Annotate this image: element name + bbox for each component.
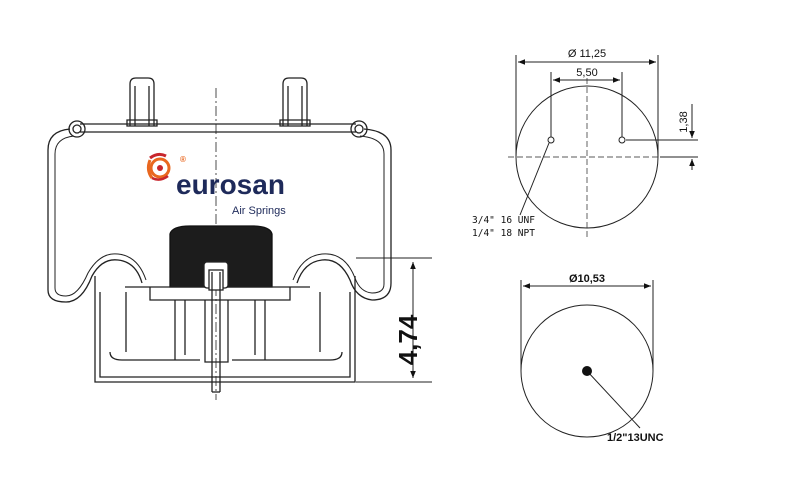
bottom-plate-view <box>520 280 654 438</box>
bellows-outline <box>47 128 392 303</box>
stud-spacing-label: 5,50 <box>576 67 597 79</box>
bottom-center-hole <box>582 366 592 376</box>
top-stud-right <box>279 77 311 127</box>
thread-note-1: 3/4" 16 UNF <box>472 215 535 226</box>
piston <box>94 276 356 383</box>
bellows-inner <box>54 135 385 297</box>
top-plate-view <box>508 55 698 238</box>
eurosan-logo: ® eurosan Air Springs <box>146 152 286 217</box>
top-stud-left <box>126 77 158 127</box>
top-plate-diameter-label: Ø 11,25 <box>568 48 606 60</box>
bottom-thread-note: 1/2"13UNC <box>607 432 664 444</box>
stud-hole-left <box>547 136 555 144</box>
height-dimension-label: 4,74 <box>393 314 423 365</box>
height-dimension <box>356 257 432 383</box>
center-bolt <box>203 261 229 393</box>
logo-brand-name: eurosan <box>176 169 285 200</box>
bumper[interactable] <box>169 225 273 288</box>
side-view <box>47 77 392 400</box>
logo-registered-mark: ® <box>180 155 186 164</box>
bead-plate <box>68 120 368 138</box>
logo-swirl-icon <box>146 152 171 181</box>
stud-offset-label: 1,38 <box>678 111 690 132</box>
bottom-plate-diameter-label: Ø10,53 <box>569 273 605 285</box>
stud-hole-right <box>618 136 626 144</box>
thread-note-2: 1/4" 18 NPT <box>472 228 535 239</box>
logo-tagline: Air Springs <box>232 205 286 217</box>
